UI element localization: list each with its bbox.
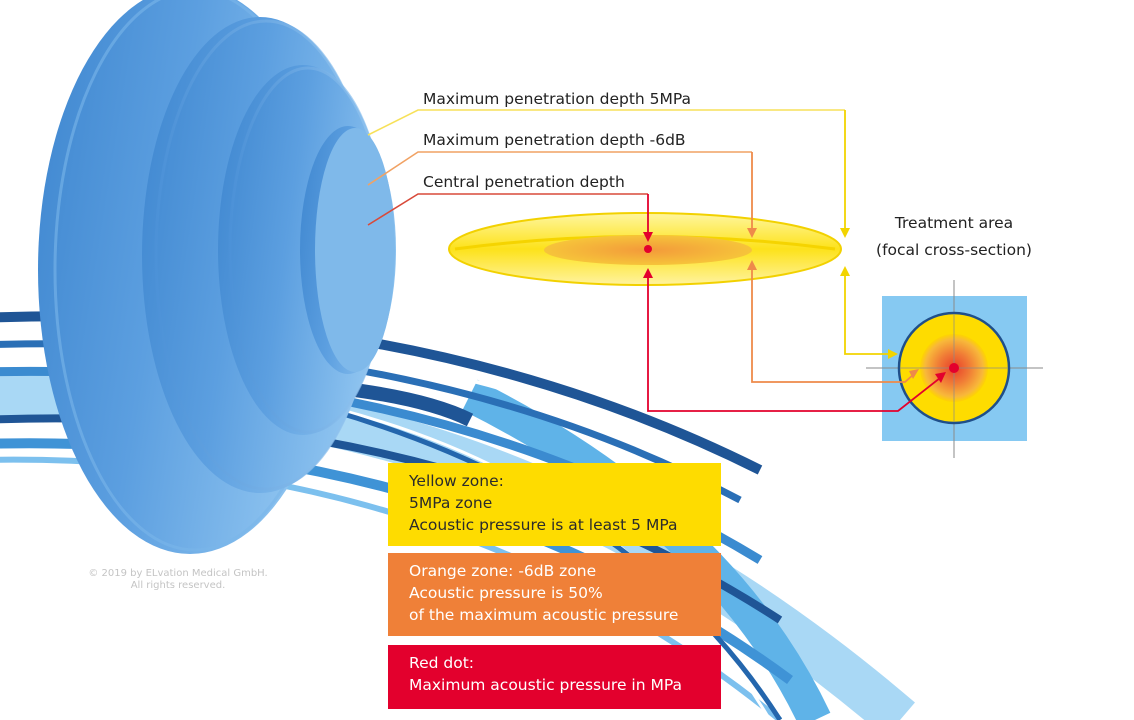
arrowhead-orange-top — [747, 228, 757, 238]
legend-red-dot: Red dot: Maximum acoustic pressure in MP… — [388, 645, 721, 709]
label-max-depth-5mpa: Maximum penetration depth 5MPa — [423, 90, 691, 108]
arrow-yellow-bottom — [844, 276, 888, 355]
copyright-line-1: © 2019 by ELvation Medical GmbH. — [88, 568, 268, 579]
label-treatment-area-title: Treatment area — [894, 214, 1013, 232]
arrowhead-orange-right — [909, 369, 919, 379]
treatment-cross-section — [866, 280, 1043, 458]
label-treatment-area-subtitle: (focal cross-section) — [876, 241, 1032, 259]
legend-orange-line-1: Orange zone: -6dB zone — [409, 562, 597, 580]
lens-inner-face — [315, 128, 395, 372]
leader-red — [367, 193, 648, 226]
arrowhead-red-up — [643, 268, 653, 278]
copyright-line-2: All rights reserved. — [130, 580, 226, 591]
arrow-red-bottom — [647, 278, 941, 412]
legend-red-line-1: Red dot: — [409, 654, 474, 672]
legend-yellow-line-1: Yellow zone: — [409, 472, 504, 490]
legend-orange-zone: Orange zone: -6dB zone Acoustic pressure… — [388, 553, 721, 636]
legend-orange-line-3: of the maximum acoustic pressure — [409, 606, 679, 624]
leader-orange — [367, 151, 752, 186]
label-max-depth-6db: Maximum penetration depth -6dB — [423, 131, 686, 149]
legend-yellow-zone: Yellow zone: 5MPa zone Acoustic pressure… — [388, 463, 721, 546]
leader-yellow — [367, 109, 845, 136]
acoustic-lenses — [38, 0, 396, 554]
legend-red-line-2: Maximum acoustic pressure in MPa — [409, 676, 682, 694]
label-central-depth: Central penetration depth — [423, 173, 625, 191]
legend-yellow-line-3: Acoustic pressure is at least 5 MPa — [409, 516, 678, 534]
copyright-notice: © 2019 by ELvation Medical GmbH. All rig… — [80, 568, 276, 592]
arrow-orange-bottom — [751, 270, 915, 383]
focal-ellipse-red-dot — [644, 245, 652, 253]
focal-ellipse — [448, 212, 842, 286]
arrowhead-orange-up — [747, 260, 757, 270]
arrowhead-red-top — [643, 232, 653, 242]
arrowhead-yellow-top — [840, 228, 850, 238]
arrowhead-yellow-up — [840, 266, 850, 276]
legend-yellow-line-2: 5MPa zone — [409, 494, 493, 512]
lens-leader-lines — [367, 109, 845, 226]
arrowhead-yellow-right — [888, 349, 898, 359]
cross-section-red-dot — [949, 363, 959, 373]
connector-arrows — [643, 110, 946, 412]
legend-orange-line-2: Acoustic pressure is 50% — [409, 584, 603, 602]
arrowhead-red-right — [935, 372, 946, 383]
